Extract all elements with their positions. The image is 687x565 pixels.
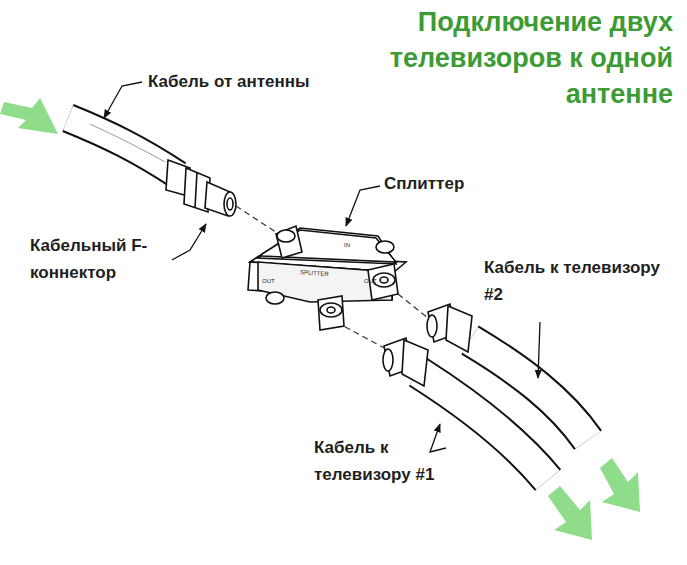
splitter-label: Сплиттер <box>384 170 464 197</box>
tv1-cable-label: Кабель к телевизору #1 <box>314 434 489 488</box>
diagram-title: Подключение двух телевизоров к одной ант… <box>333 4 673 112</box>
leader-line <box>104 82 540 452</box>
tv2-cable-label: Кабель к телевизору #2 <box>484 254 664 308</box>
port-marking: IN <box>344 242 350 249</box>
port-marking: OUT <box>262 278 275 285</box>
dashed-guide <box>236 206 428 350</box>
port-marking: OUT <box>364 278 377 285</box>
splitter <box>248 226 406 330</box>
tv1-cable <box>383 338 548 480</box>
flow-arrow <box>0 98 640 540</box>
connector-label: Кабельный F-коннектор <box>30 232 165 286</box>
antenna-cable <box>68 118 178 175</box>
cable-label: Кабель от антенны <box>148 68 310 95</box>
f-connector <box>166 160 236 216</box>
